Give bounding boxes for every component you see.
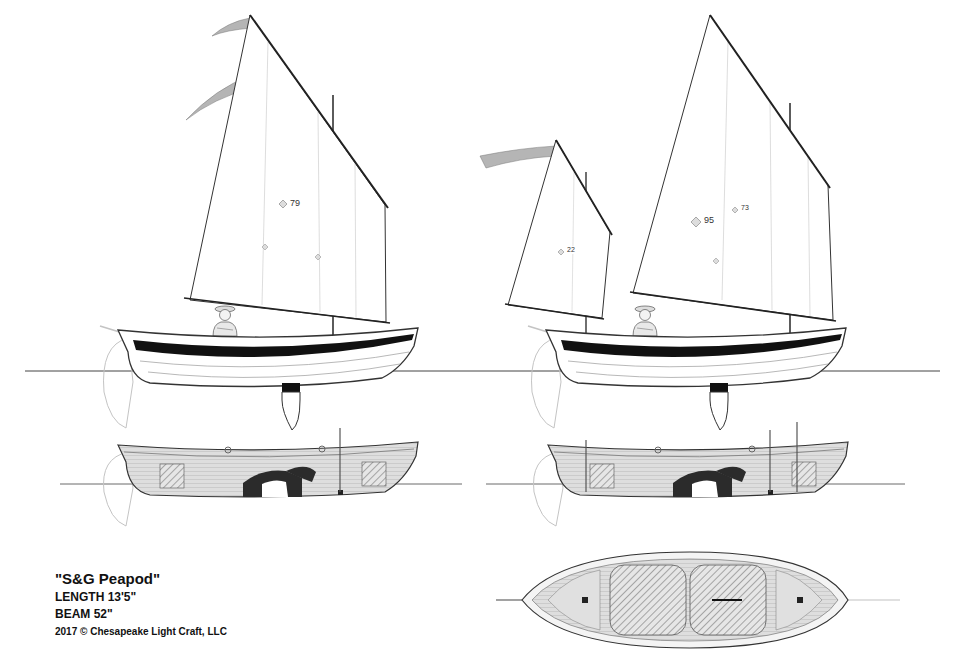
diagram-title: "S&G Peapod" bbox=[55, 570, 160, 587]
ketch-rig-boat bbox=[528, 326, 846, 430]
interior-profile bbox=[104, 428, 419, 526]
sail-number: 79 bbox=[289, 198, 301, 208]
ketch-rig-boat bbox=[572, 172, 574, 312]
ketch-rig-boat bbox=[508, 140, 610, 318]
interior-profile bbox=[534, 442, 849, 526]
ketch-rig-boat bbox=[633, 15, 833, 320]
plan-view bbox=[496, 599, 522, 600]
plan-view bbox=[712, 599, 742, 601]
plan-view bbox=[776, 570, 822, 630]
cat-rig-boat bbox=[262, 244, 268, 250]
waterline bbox=[25, 371, 940, 600]
sail-number: 22 bbox=[566, 246, 576, 254]
sail-number: 73 bbox=[740, 204, 750, 212]
cat-rig-boat bbox=[100, 15, 418, 430]
ketch-rig-boat bbox=[691, 217, 701, 227]
spec-text: 2017 © Chesapeake Light Craft, LLC bbox=[55, 626, 227, 638]
sail-number: 95 bbox=[703, 215, 715, 225]
ketch-rig-boat bbox=[556, 140, 612, 235]
plan-view bbox=[548, 570, 600, 630]
plan-view bbox=[522, 552, 848, 648]
cat-rig-boat bbox=[190, 15, 386, 322]
interior-profile bbox=[585, 440, 586, 492]
ketch-rig-boat bbox=[732, 207, 738, 213]
cat-rig-boat bbox=[355, 162, 356, 318]
ketch-rig-boat bbox=[480, 146, 556, 168]
interior-profile bbox=[796, 422, 797, 492]
cat-rig-boat bbox=[100, 326, 418, 430]
plan-view bbox=[610, 565, 686, 635]
spec-text: LENGTH 13'5" bbox=[55, 591, 136, 605]
cat-rig-boat bbox=[250, 15, 388, 208]
ketch-rig-boat bbox=[770, 100, 772, 310]
cat-rig-boat bbox=[318, 112, 320, 312]
plan-view bbox=[496, 552, 848, 648]
cat-rig-boat bbox=[184, 298, 390, 323]
ketch-rig-boat bbox=[480, 15, 846, 430]
interior-profile bbox=[104, 442, 419, 526]
cat-rig-boat bbox=[279, 200, 287, 208]
ketch-rig-boat bbox=[710, 15, 830, 188]
interior-profile bbox=[769, 430, 770, 492]
cat-rig-boat bbox=[213, 306, 237, 336]
ketch-rig-boat bbox=[633, 306, 657, 336]
ketch-rig-boat bbox=[713, 258, 719, 264]
cat-rig-boat bbox=[315, 254, 321, 260]
plan-view bbox=[690, 565, 766, 635]
cat-rig-boat bbox=[262, 42, 268, 305]
interior-profile bbox=[534, 422, 849, 526]
plan-view bbox=[532, 559, 838, 641]
ketch-rig-boat bbox=[722, 42, 728, 300]
plan-view bbox=[797, 597, 803, 603]
ketch-rig-boat bbox=[558, 249, 564, 255]
ketch-rig-boat bbox=[505, 304, 604, 319]
plan-view bbox=[582, 597, 588, 603]
ketch-rig-boat bbox=[808, 156, 810, 316]
ketch-rig-boat bbox=[630, 292, 836, 321]
interior-profile bbox=[339, 428, 340, 492]
spec-text: BEAM 52" bbox=[55, 608, 113, 622]
